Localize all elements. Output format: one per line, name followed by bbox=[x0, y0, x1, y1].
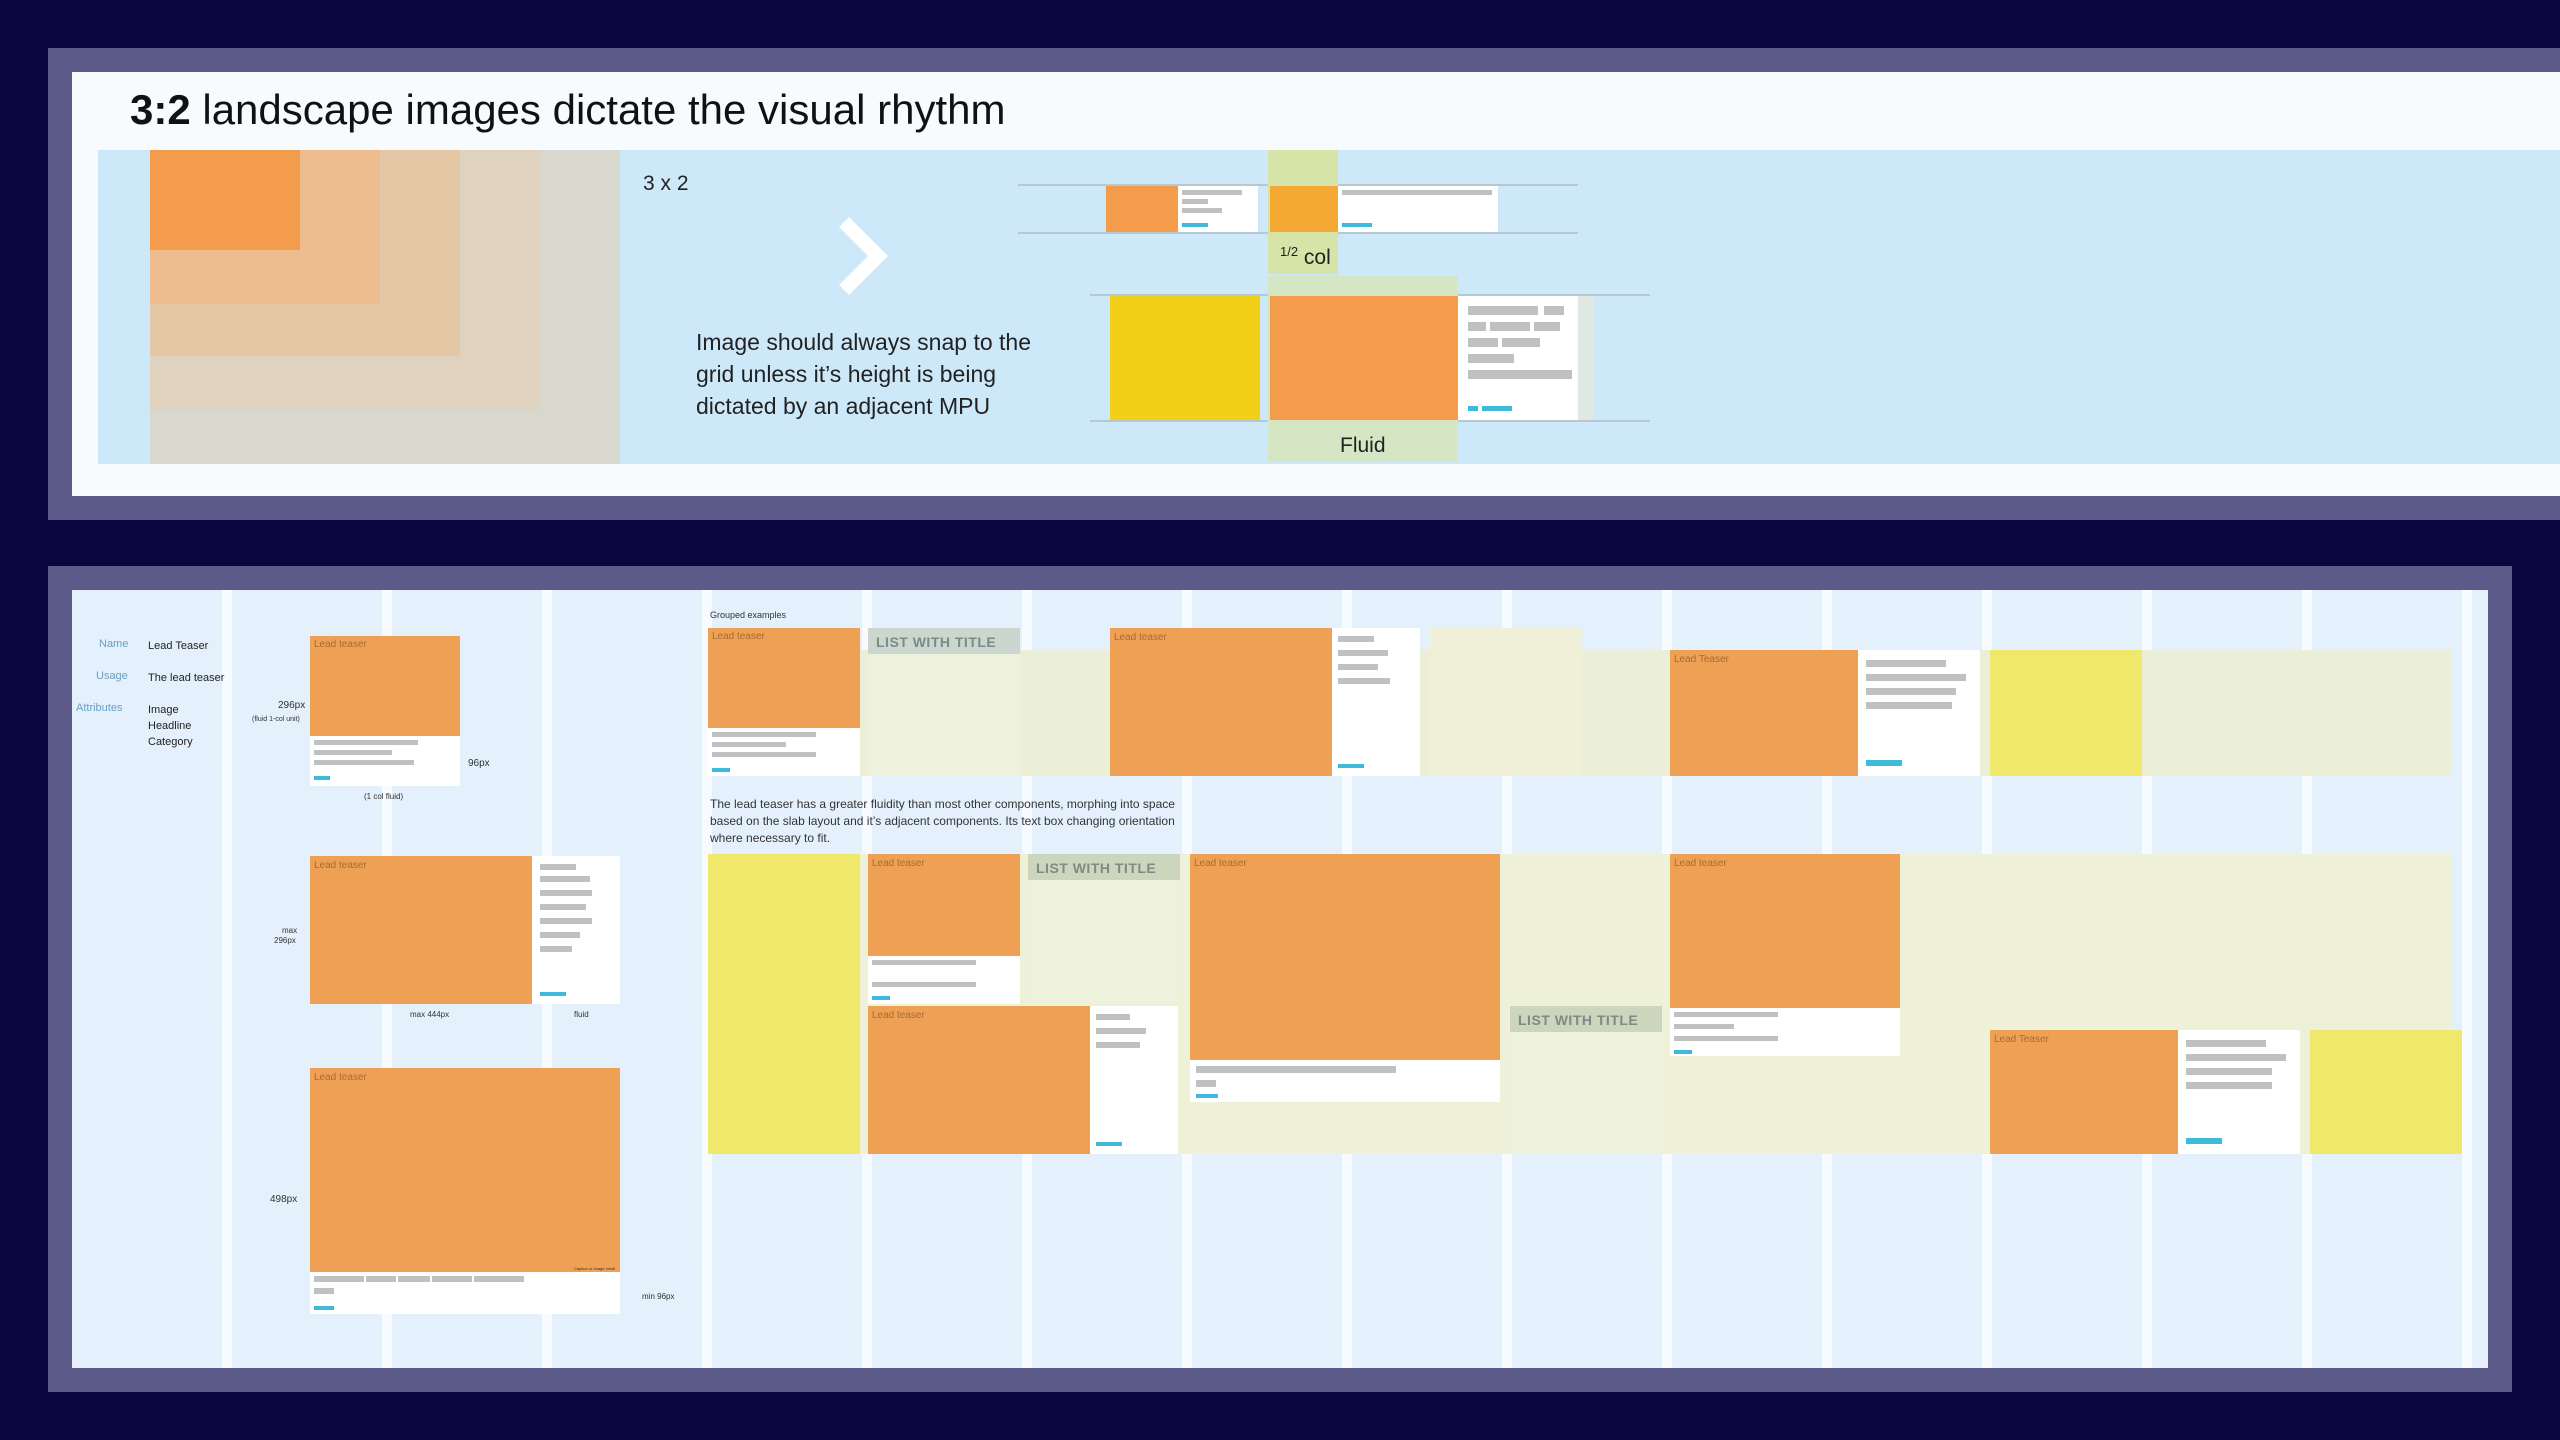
g3-mini-list bbox=[1430, 628, 1582, 776]
grouped-band-1-yellow bbox=[1990, 650, 2142, 776]
g5-lead-label-a: Lead teaser bbox=[872, 858, 925, 869]
g4-lead-card bbox=[1858, 650, 1980, 776]
g2-lead-label: Lead teaser bbox=[1114, 632, 1167, 643]
g9-lead-image bbox=[1990, 1030, 2178, 1154]
meta-attr-key: Attributes bbox=[76, 702, 123, 714]
g1-lead-image bbox=[708, 628, 860, 728]
variant2-image bbox=[310, 856, 532, 1004]
dim-fluid-unit: (fluid 1-col unit) bbox=[252, 716, 300, 723]
variant3-label: Lead teaser bbox=[314, 1072, 367, 1083]
g5-lead-image-b bbox=[868, 1006, 1090, 1154]
ratio-rect-smallest bbox=[150, 150, 300, 250]
meta-usage-key: Usage bbox=[96, 670, 128, 682]
fluid-image bbox=[1270, 296, 1458, 420]
dim-1col: (1 col fluid) bbox=[364, 792, 404, 801]
g4-lead-image bbox=[1670, 650, 1858, 776]
meta-attr-category: Category bbox=[148, 736, 193, 748]
g5-lead-label-b: Lead teaser bbox=[872, 1010, 925, 1021]
dim-max-296: 296px bbox=[274, 936, 296, 945]
variant3-card bbox=[310, 1272, 620, 1314]
g7-list-header bbox=[1510, 1006, 1662, 1032]
g5-list-title: LIST WITH TITLE bbox=[1036, 860, 1157, 876]
g6-lead-image bbox=[1190, 854, 1500, 1060]
g9-lead-label: Lead Teaser bbox=[1994, 1034, 2049, 1045]
g2-lead-card bbox=[1332, 628, 1420, 776]
variant3-image bbox=[310, 1068, 620, 1272]
fluid-edge bbox=[1578, 296, 1594, 420]
meta-usage-value: The lead teaser bbox=[148, 672, 225, 684]
half-col-card-a bbox=[1178, 186, 1258, 232]
g1-list-title: LIST WITH TITLE bbox=[876, 634, 997, 650]
g9-lead-card bbox=[2178, 1030, 2300, 1154]
snap-description: Image should always snap to the grid unl… bbox=[696, 329, 1031, 419]
variant1-label: Lead teaser bbox=[314, 639, 367, 650]
g9-yellow-mpu bbox=[2310, 1030, 2462, 1154]
grouped-description: The lead teaser has a greater fluidity t… bbox=[710, 797, 1175, 845]
fluid-card bbox=[1458, 296, 1578, 420]
half-col-label: 1/2 col bbox=[1280, 244, 1331, 269]
g6-lead-card bbox=[1190, 1060, 1500, 1102]
meta-name-key: Name bbox=[99, 638, 129, 650]
g2-lead-image bbox=[1110, 628, 1332, 776]
dim-min96: min 96px bbox=[642, 1292, 675, 1301]
dim-296: 296px bbox=[278, 700, 306, 711]
half-col-card-b bbox=[1338, 186, 1498, 232]
chevron-right-icon bbox=[832, 216, 892, 301]
meta-attr-image: Image bbox=[148, 704, 179, 716]
g5-lead-card-a bbox=[868, 956, 1020, 1004]
page-title: 3:2 landscape images dictate the visual … bbox=[130, 86, 1006, 133]
g8-lead-label: Lead teaser bbox=[1674, 858, 1727, 869]
fluid-yellow-mpu bbox=[1110, 296, 1260, 420]
g7-list-title: LIST WITH TITLE bbox=[1518, 1012, 1639, 1028]
grouped-heading: Grouped examples bbox=[710, 610, 787, 620]
g1-list-header bbox=[868, 628, 1020, 654]
g4-lead-label: Lead Teaser bbox=[1674, 654, 1729, 665]
g5-list-header bbox=[1028, 854, 1180, 880]
dim-498: 498px bbox=[270, 1194, 298, 1205]
variant1-image bbox=[310, 636, 460, 736]
dim-max-444: max 444px bbox=[410, 1010, 450, 1019]
meta-attr-headline: Headline bbox=[148, 720, 192, 732]
g1-lead-card bbox=[708, 728, 860, 776]
g1-lead-label: Lead teaser bbox=[712, 631, 765, 642]
g6-lead-label: Lead teaser bbox=[1194, 858, 1247, 869]
label-3x2: 3 x 2 bbox=[643, 172, 689, 195]
half-col-image-a bbox=[1106, 186, 1178, 232]
variant2-card bbox=[532, 856, 620, 1004]
g5-yellow-mpu bbox=[708, 854, 860, 1154]
dim-max: max bbox=[282, 926, 298, 935]
dim-96: 96px bbox=[468, 758, 490, 769]
meta-name-value: Lead Teaser bbox=[148, 640, 209, 652]
half-col-image-b bbox=[1270, 186, 1338, 232]
g8-lead-card bbox=[1670, 1008, 1900, 1056]
g8-lead-image bbox=[1670, 854, 1900, 1008]
dim-fluid: fluid bbox=[574, 1010, 589, 1019]
fluid-label: Fluid bbox=[1340, 434, 1386, 457]
variant1-card bbox=[310, 736, 460, 786]
g5-lead-image-a bbox=[868, 854, 1020, 956]
g5-lead-card-b bbox=[1090, 1006, 1178, 1154]
variant2-label: Lead teaser bbox=[314, 860, 367, 871]
variant3-caption: Caption or image credit bbox=[574, 1266, 616, 1271]
